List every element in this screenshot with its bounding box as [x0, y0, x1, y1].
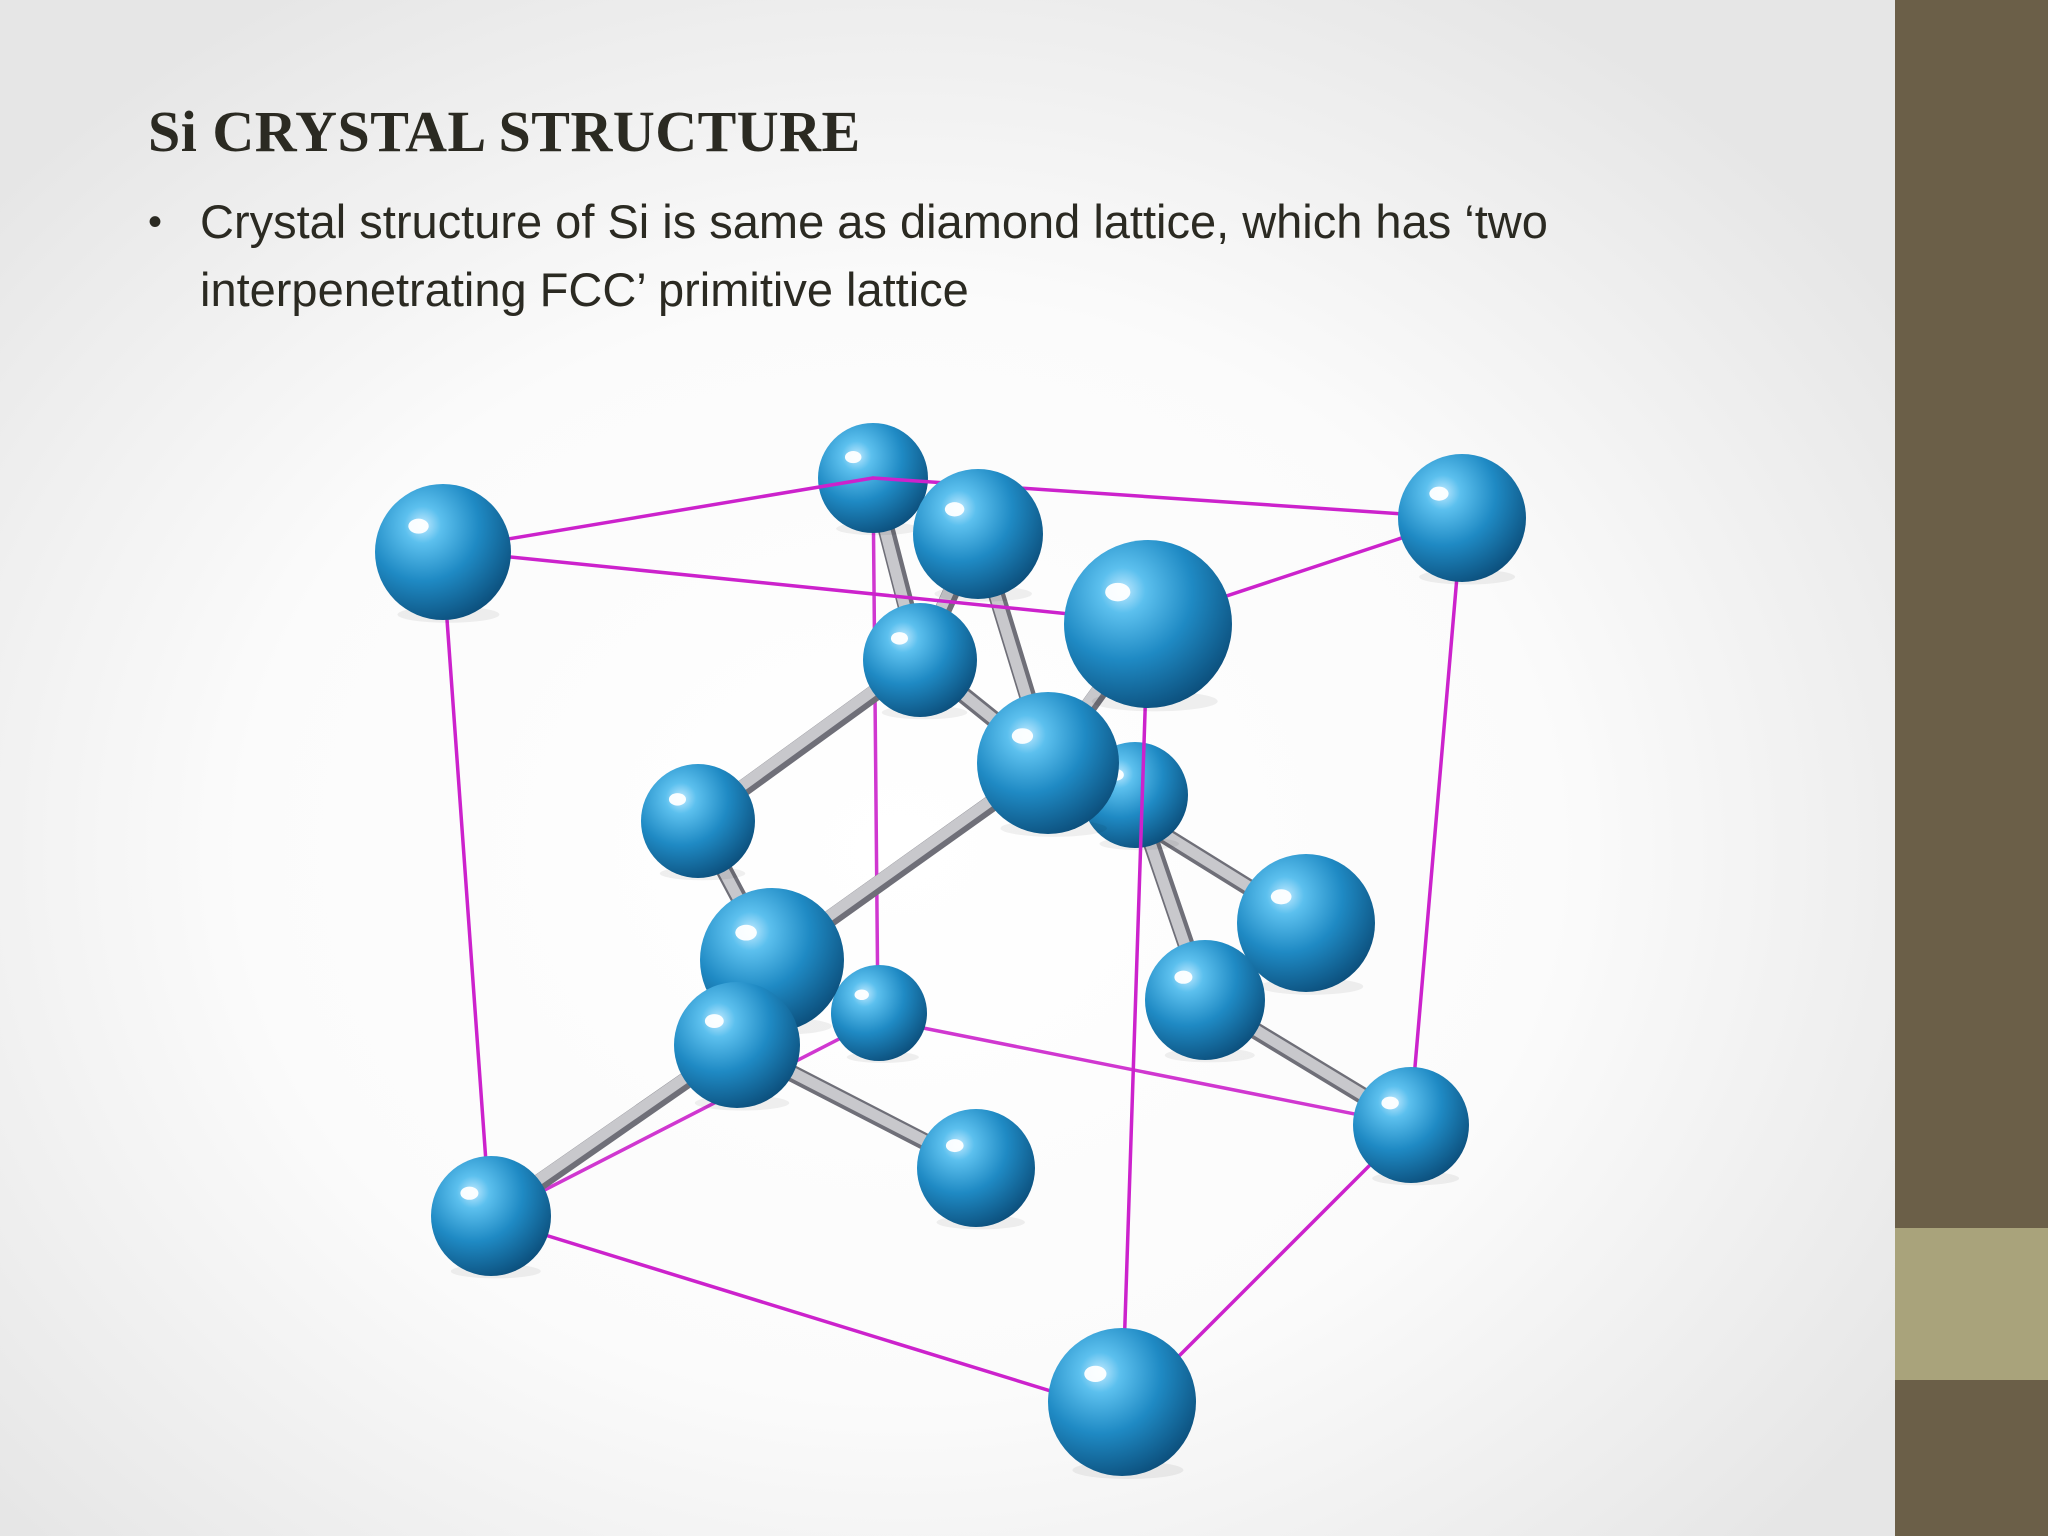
silicon-atom — [1048, 1328, 1196, 1479]
bullet-list: • Crystal structure of Si is same as dia… — [148, 188, 1788, 324]
unit-cell-edge — [440, 548, 492, 1220]
silicon-atom — [674, 982, 800, 1111]
silicon-atom — [831, 965, 927, 1063]
silicon-atom — [641, 764, 755, 881]
unit-cell-edge — [488, 1017, 880, 1220]
unit-cell-edge — [488, 1216, 1124, 1415]
silicon-atom — [1237, 854, 1375, 995]
unit-cell-back-edges — [488, 476, 1412, 1220]
silicon-atom — [863, 603, 977, 720]
silicon-atom — [917, 1109, 1035, 1230]
silicon-atom — [913, 469, 1043, 602]
unit-cell-edge — [871, 476, 880, 1021]
silicon-atom — [1145, 940, 1265, 1063]
silicon-atom — [431, 1156, 551, 1279]
unit-cell-edge — [1408, 516, 1464, 1127]
bullet-item: • Crystal structure of Si is same as dia… — [148, 188, 1788, 324]
silicon-atom — [977, 692, 1119, 837]
atoms-front — [375, 454, 1526, 1479]
slide-title: Si CRYSTAL STRUCTURE — [148, 99, 861, 164]
slide-sidebar — [1895, 0, 2048, 1536]
bullet-marker: • — [148, 200, 163, 244]
silicon-atom — [1398, 454, 1526, 585]
unit-cell-edge — [1120, 620, 1150, 1415]
silicon-atom — [375, 484, 511, 623]
slide: Si CRYSTAL STRUCTURE • Crystal structure… — [148, 99, 1788, 1479]
sidebar-accent-block — [1895, 1228, 2048, 1380]
silicon-atom — [1353, 1067, 1469, 1186]
crystal-structure-diagram — [375, 423, 1526, 1479]
bullet-text: Crystal structure of Si is same as diamo… — [200, 195, 1548, 316]
unit-cell-edge — [876, 1017, 1412, 1127]
silicon-atom — [1064, 540, 1232, 712]
unit-cell-edge — [440, 476, 875, 552]
unit-cell-edge — [440, 548, 1150, 624]
